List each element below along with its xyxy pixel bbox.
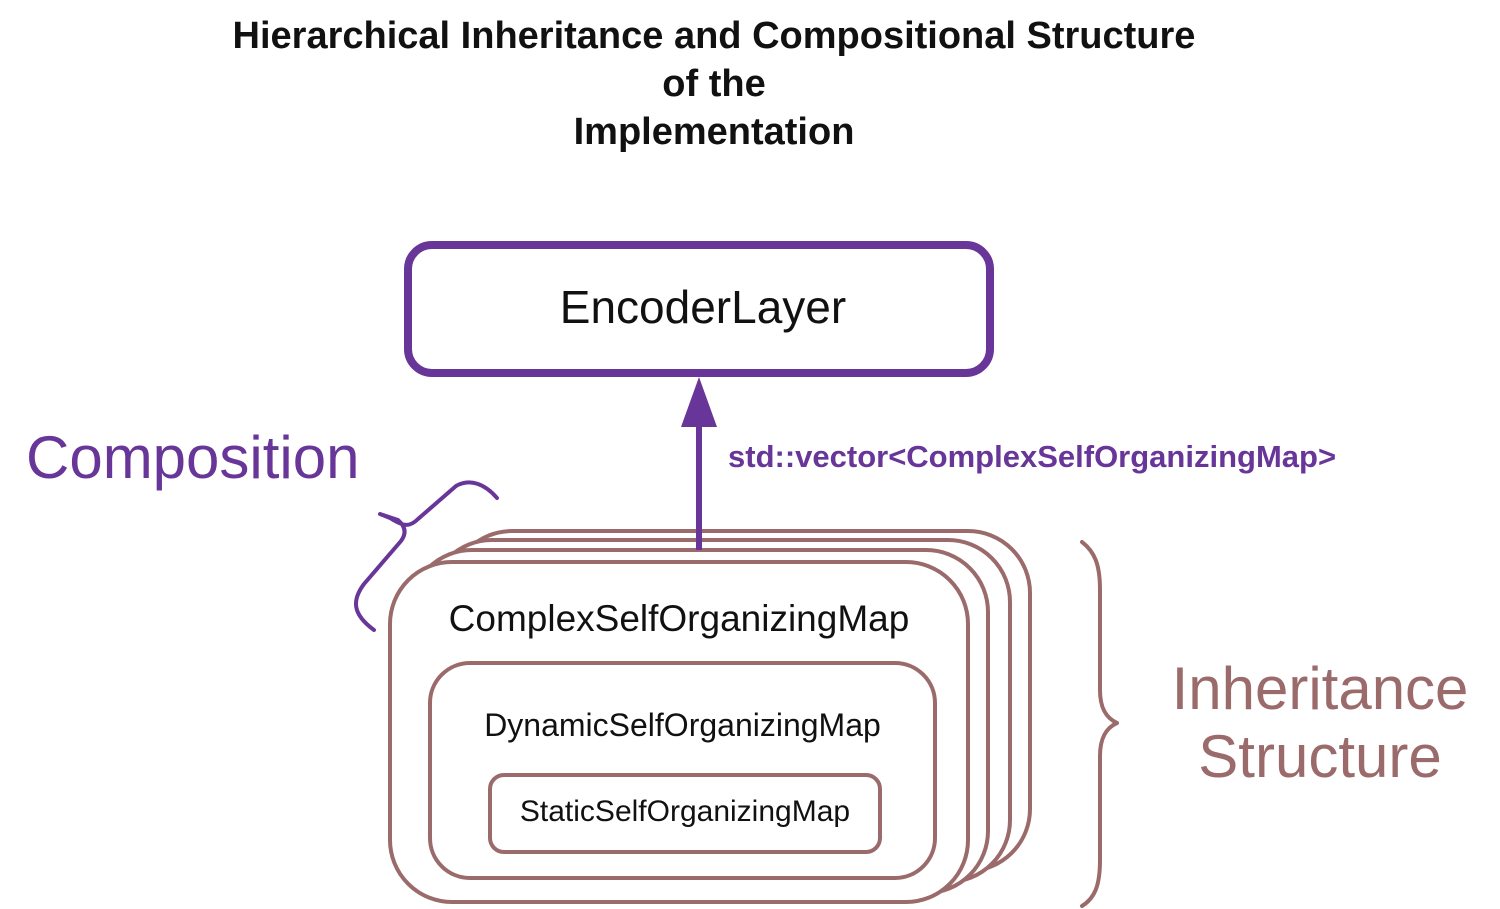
composition-label: Composition	[26, 424, 360, 491]
encoder-layer-box	[404, 241, 994, 377]
title-line-1: Hierarchical Inheritance and Composition…	[232, 15, 1196, 57]
inheritance-label-line-2: Structure	[1198, 723, 1442, 790]
static-map-box	[488, 773, 882, 854]
inheritance-brace	[1080, 540, 1119, 908]
static-map-label: StaticSelfOrganizingMap	[519, 795, 851, 828]
dynamic-map-label: DynamicSelfOrganizingMap	[484, 707, 881, 743]
vector-label: std::vector<ComplexSelfOrganizingMap>	[728, 439, 1337, 474]
title-line-3: Implementation	[573, 111, 855, 153]
complex-map-label: ComplexSelfOrganizingMap	[448, 598, 910, 639]
composition-arrow	[681, 377, 717, 550]
complex-map-stack	[388, 529, 1032, 904]
inheritance-label: Inheritance Structure	[1140, 655, 1500, 791]
title-line-2: of the	[662, 63, 766, 105]
encoder-layer-label: EncoderLayer	[559, 281, 847, 333]
diagram-title: Hierarchical Inheritance and Composition…	[0, 12, 1428, 156]
composition-brace	[354, 480, 499, 632]
composition-arrow-head	[681, 377, 717, 427]
inheritance-label-line-1: Inheritance	[1171, 655, 1469, 722]
